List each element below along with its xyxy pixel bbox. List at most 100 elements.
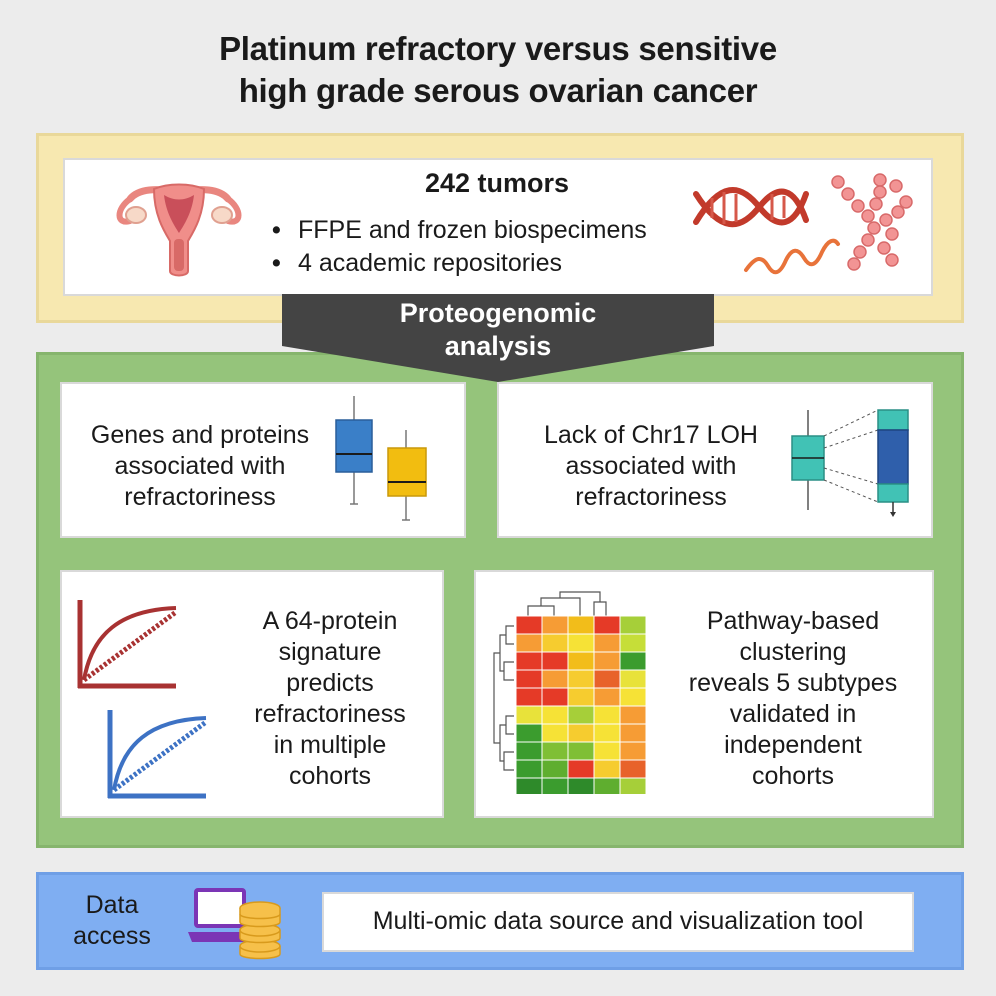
heatmap-cell — [541, 705, 569, 725]
heatmap-cell — [593, 633, 621, 653]
signature-line-3: predicts — [286, 669, 374, 697]
chr17-box — [497, 382, 933, 538]
laptop-icon — [188, 888, 252, 942]
rna-icon — [744, 238, 840, 275]
heatmap-cell — [567, 687, 595, 707]
heatmap-cell — [593, 651, 621, 671]
clustering-line-4: validated in — [729, 700, 857, 728]
heatmap-cell — [515, 615, 543, 635]
heatmap-cell — [619, 723, 647, 743]
heatmap-cell — [593, 669, 621, 689]
roc-curve-blue-icon — [107, 710, 208, 799]
signature-line-1: A 64-protein — [262, 607, 398, 635]
title-line-1: Platinum refractory versus sensitive — [219, 30, 777, 67]
heatmap-cell — [515, 741, 543, 761]
clustering-line-3: reveals 5 subtypes — [688, 669, 898, 697]
uterus-icon — [116, 183, 242, 277]
heatmap-cell — [515, 723, 543, 743]
chr17-line-3: refractoriness — [575, 483, 727, 511]
heatmap-cell — [567, 651, 595, 671]
heatmap-cell — [515, 705, 543, 725]
signature-line-2: signature — [278, 638, 382, 666]
heatmap-cell — [567, 723, 595, 743]
heatmap-cell — [541, 669, 569, 689]
signature-line-5: in multiple — [273, 731, 387, 759]
bullet-biospecimens: FFPE and frozen biospecimens — [272, 214, 712, 247]
heatmap-cell — [541, 633, 569, 653]
heatmap-cell — [619, 777, 647, 794]
clustering-line-6: cohorts — [752, 762, 834, 790]
heatmap-cell — [619, 651, 647, 671]
clustering-line-5: independent — [724, 731, 862, 759]
clustering-line-2: clustering — [739, 638, 847, 666]
clustering-line-1: Pathway-based — [706, 607, 880, 635]
heatmap-cell — [567, 615, 595, 635]
heatmap-cell — [567, 777, 595, 794]
heatmap-cell — [619, 669, 647, 689]
analysis-banner — [282, 294, 714, 382]
heatmap-cell — [541, 687, 569, 707]
heatmap-icon — [493, 591, 647, 794]
data-access-line-2: access — [73, 922, 151, 950]
database-icon — [239, 901, 281, 960]
heatmap-cell — [541, 777, 569, 794]
column-dendrogram — [527, 591, 607, 616]
data-access-line-1: Data — [85, 891, 139, 919]
heatmap-cell — [515, 777, 543, 794]
signature-box — [60, 570, 444, 818]
heatmap-cell — [593, 741, 621, 761]
analysis-line-1: Proteogenomic — [399, 298, 597, 328]
heatmap-cell — [541, 759, 569, 779]
chr17-line-2: associated with — [565, 452, 737, 480]
heatmap-cell — [567, 759, 595, 779]
title-line-2: high grade serous ovarian cancer — [238, 72, 758, 109]
heatmap-cell — [541, 615, 569, 635]
heatmap-cell — [541, 741, 569, 761]
heatmap-cell — [515, 687, 543, 707]
heatmap-cell — [515, 669, 543, 689]
heatmap-cell — [515, 759, 543, 779]
heatmap-cell — [619, 759, 647, 779]
signature-text: A 64-protein signature predicts refracto… — [226, 606, 434, 792]
heatmap-cell — [541, 723, 569, 743]
chr17-text: Lack of Chr17 LOH associated with refrac… — [520, 420, 782, 513]
heatmap-cell — [541, 651, 569, 671]
heatmap-cell — [567, 669, 595, 689]
genes-line-2: associated with — [114, 452, 286, 480]
signature-line-4: refractoriness — [254, 700, 406, 728]
signature-line-6: cohorts — [289, 762, 371, 790]
heatmap-cell — [567, 705, 595, 725]
heatmap-cell — [619, 633, 647, 653]
visualization-tool-label: Multi-omic data source and visualization… — [372, 907, 864, 935]
heatmap-cell — [593, 615, 621, 635]
heatmap-cells — [515, 615, 647, 794]
genes-proteins-text: Genes and proteins associated with refra… — [70, 420, 330, 513]
heatmap-cell — [515, 651, 543, 671]
page-title: Platinum refractory versus sensitive hig… — [0, 28, 996, 112]
heatmap-cell — [593, 759, 621, 779]
heatmap-cell — [515, 633, 543, 653]
heatmap-cell — [567, 633, 595, 653]
chr17-line-1: Lack of Chr17 LOH — [544, 421, 758, 449]
heatmap-cell — [593, 705, 621, 725]
chromosome-zoom-icon — [791, 409, 909, 517]
heatmap-cell — [593, 777, 621, 794]
data-access-label: Data access — [62, 890, 162, 952]
visualization-tool-button[interactable] — [322, 892, 914, 952]
tumor-count-heading: 242 tumors — [424, 168, 570, 198]
heatmap-cell — [619, 615, 647, 635]
analysis-banner-label: Proteogenomic analysis — [282, 297, 714, 363]
clustering-text: Pathway-based clustering reveals 5 subty… — [660, 606, 926, 792]
protein-icon — [831, 173, 913, 271]
roc-curve-red-icon — [77, 600, 178, 689]
boxplot-icon — [335, 396, 427, 521]
heatmap-cell — [619, 687, 647, 707]
heatmap-cell — [593, 687, 621, 707]
genes-line-3: refractoriness — [124, 483, 276, 511]
dna-icon — [693, 187, 809, 227]
genes-line-1: Genes and proteins — [90, 421, 310, 449]
heatmap-cell — [567, 741, 595, 761]
heatmap-cell — [619, 705, 647, 725]
heatmap-cell — [619, 741, 647, 761]
bullet-repositories: 4 academic repositories — [272, 247, 712, 280]
